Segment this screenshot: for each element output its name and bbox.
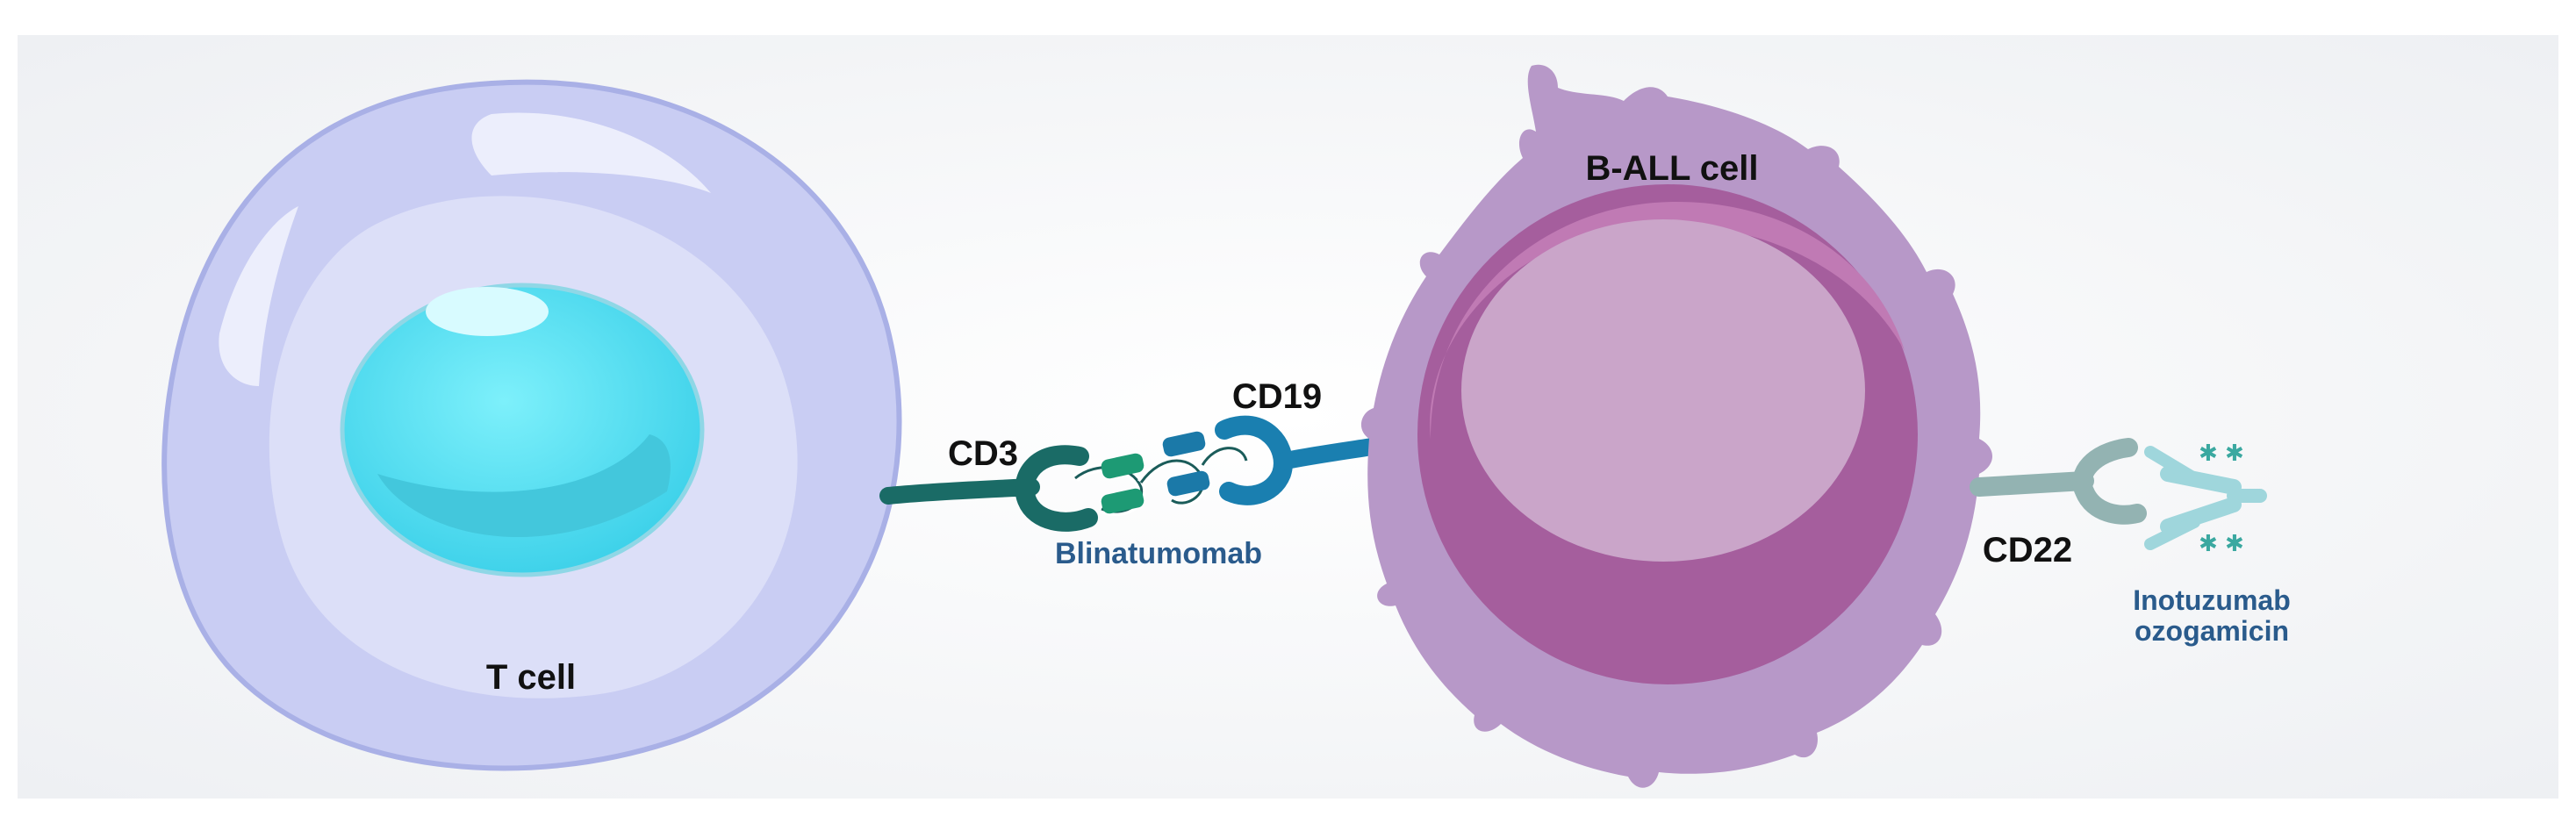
payload-star-icon: ✱ <box>2199 440 2218 466</box>
cd19-cup <box>1215 415 1293 505</box>
t-cell-nucleus-shadow <box>377 434 671 538</box>
cd22-stalk <box>1970 471 2094 497</box>
antibody-fab-upper <box>2144 446 2200 484</box>
blinatumomab-domain-blue-1 <box>1162 431 1206 457</box>
t-cell: T cell <box>161 79 902 771</box>
cd22-cup <box>2072 438 2147 525</box>
b-cell-nucleolus <box>1461 219 1865 562</box>
b-all-cell-label: B-ALL cell <box>1585 149 1758 188</box>
antibody-fab-lower <box>2144 516 2200 550</box>
inotuzumab-label-line2: ozogamicin <box>2135 615 2289 647</box>
inotuzumab-label-line1: Inotuzumab <box>2133 584 2291 616</box>
blinatumomab-domain-green-2 <box>1101 488 1144 514</box>
t-cell-label: T cell <box>486 658 576 697</box>
blinatumomab-linker-right <box>1201 447 1248 466</box>
payload-star-icon: ✱ <box>2199 530 2218 556</box>
cd19-label: CD19 <box>1232 377 1322 416</box>
payload-star-icon: ✱ <box>2225 530 2244 556</box>
blinatumomab <box>1072 431 1248 517</box>
antibody-arm-lower <box>2160 497 2242 534</box>
cd22-label: CD22 <box>1983 531 2072 569</box>
blinatumomab-label: Blinatumomab <box>1055 537 1262 570</box>
cd22-receptor <box>1970 438 2147 525</box>
cd3-stalk <box>879 478 1040 505</box>
inotuzumab-ozogamicin: ✱ ✱ ✱ ✱ <box>2144 440 2267 556</box>
payload-star-icon: ✱ <box>2225 440 2244 466</box>
t-cell-highlight-left <box>219 206 298 386</box>
cd3-label: CD3 <box>948 434 1018 473</box>
b-all-cell: B-ALL cell <box>1360 64 1992 788</box>
blinatumomab-domain-green-1 <box>1101 453 1144 479</box>
blinatumomab-domain-blue-2 <box>1166 470 1210 497</box>
cd3-cup <box>1015 445 1098 532</box>
cd3-receptor <box>879 445 1098 532</box>
t-cell-highlight <box>471 112 711 193</box>
t-cell-nucleus-highlight <box>426 287 549 336</box>
